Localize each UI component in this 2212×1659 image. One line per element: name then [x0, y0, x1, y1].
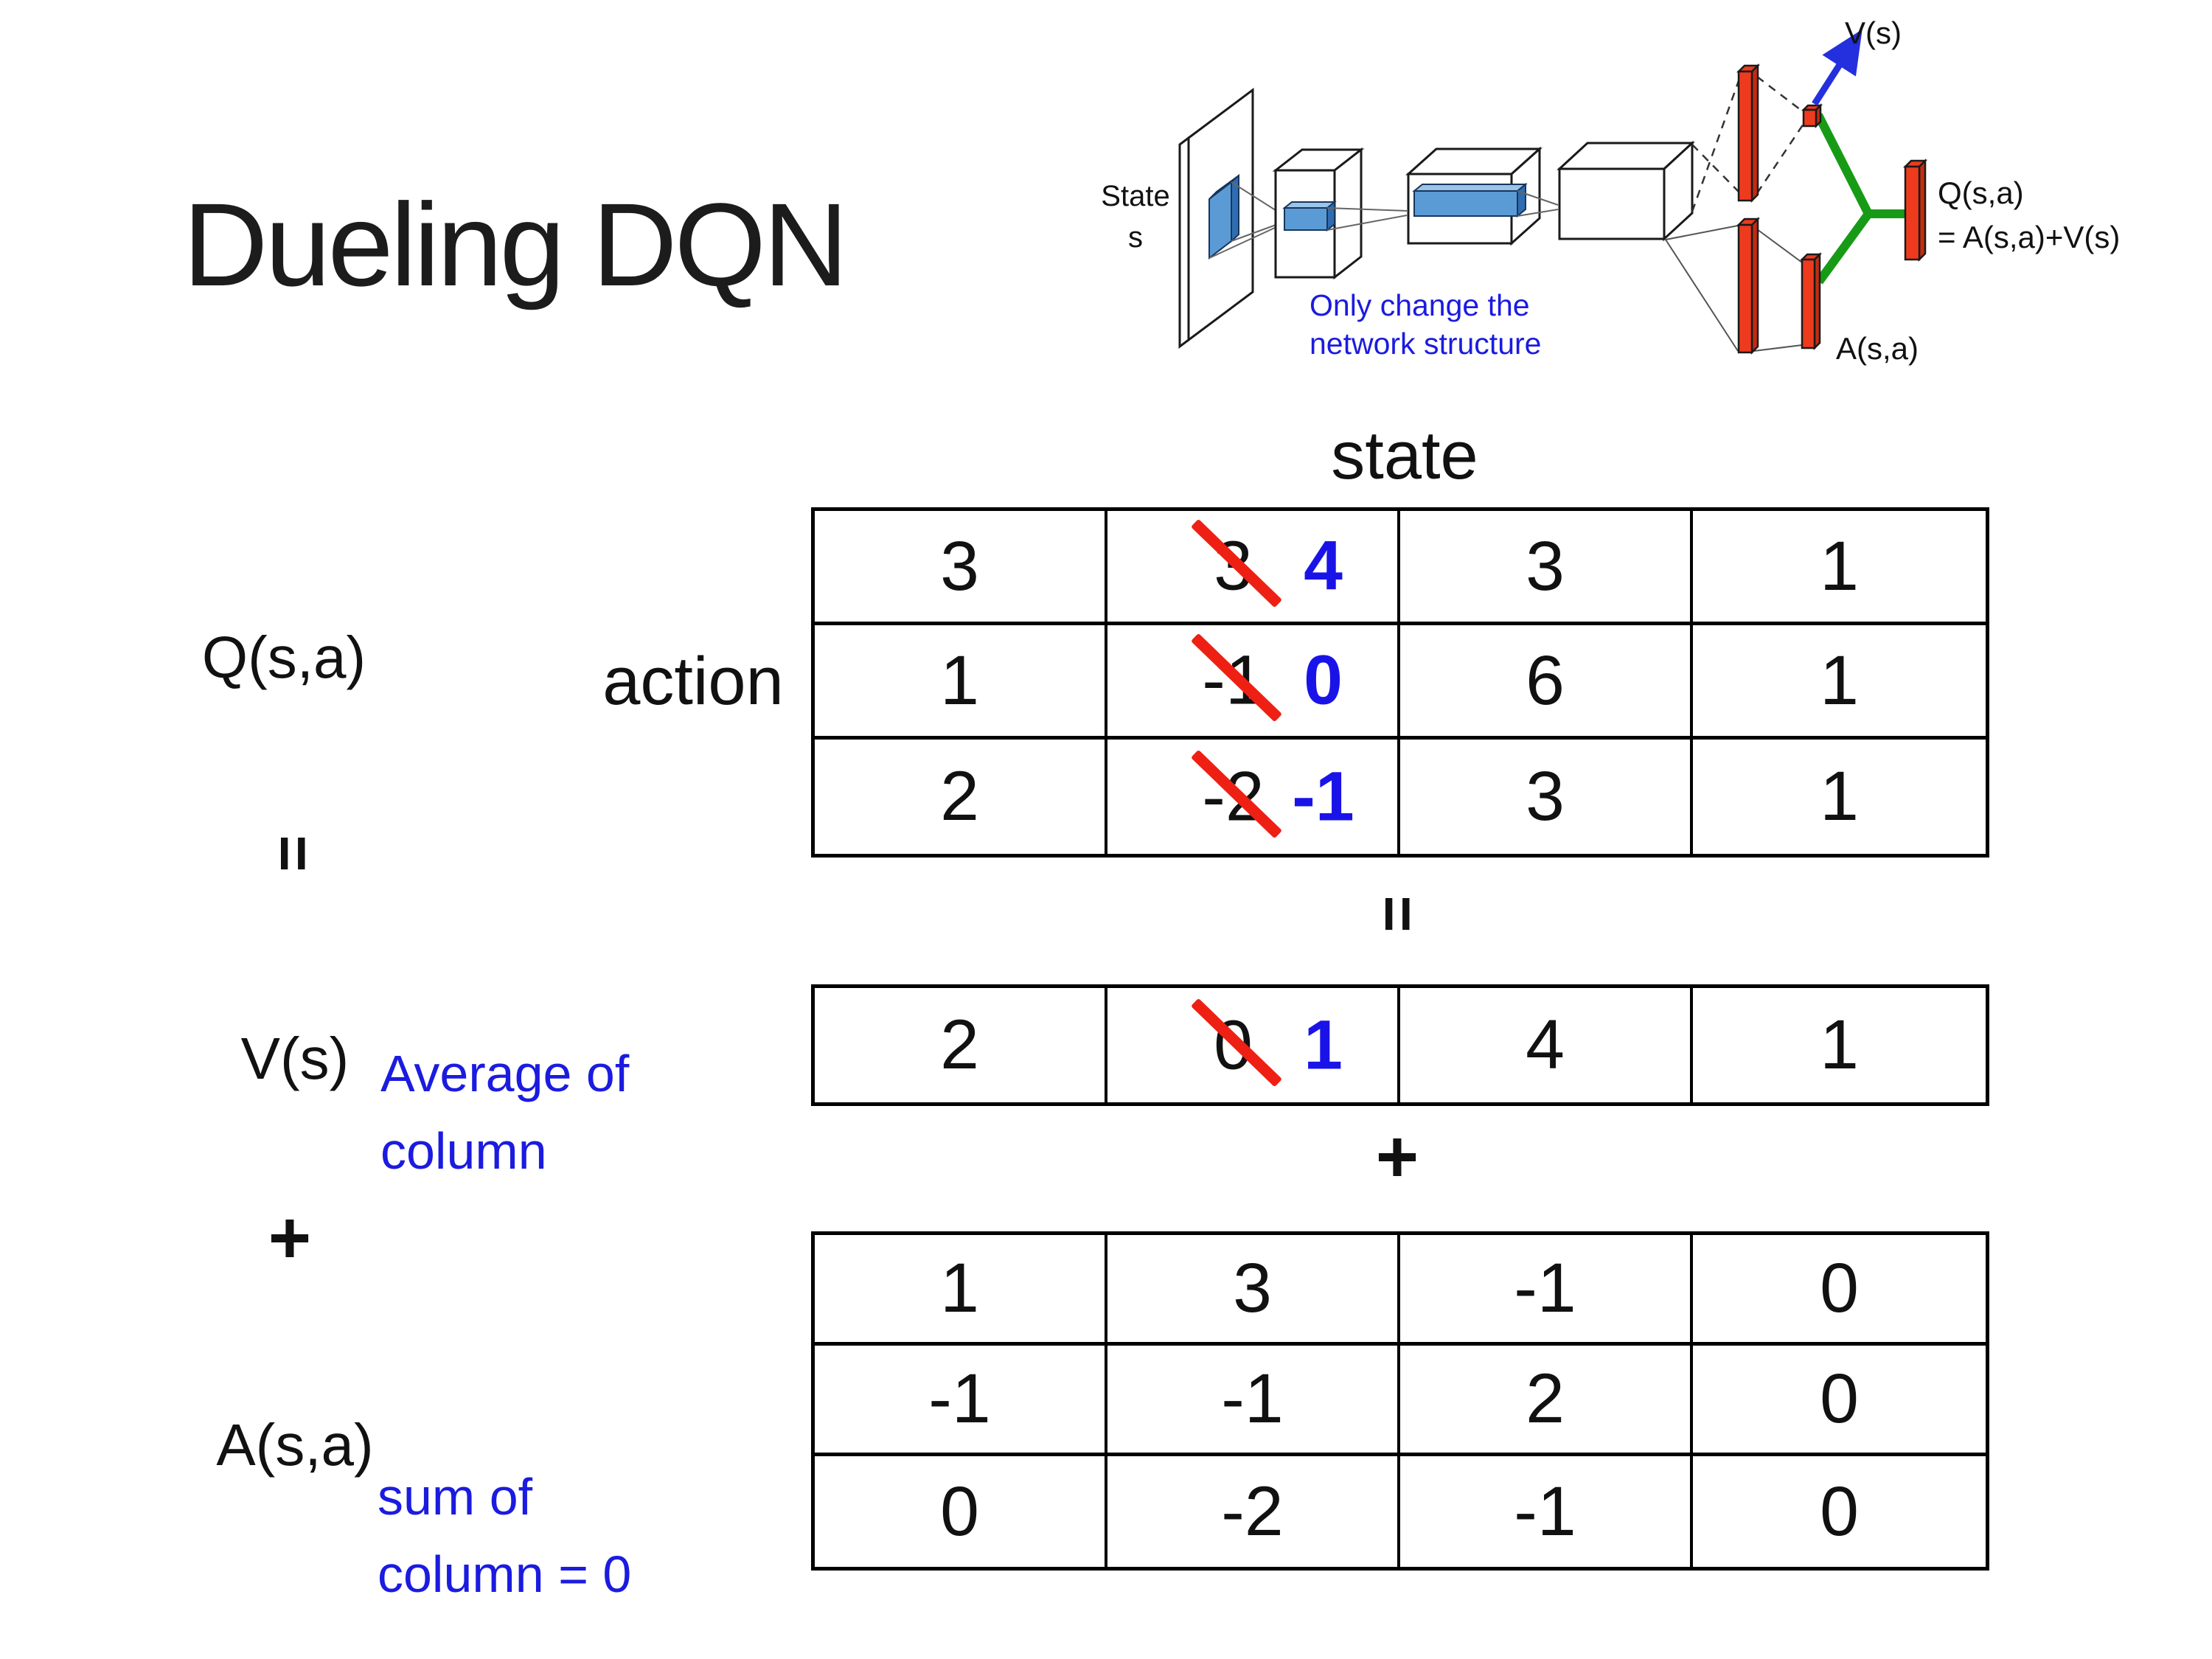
equation-q-label: Q(s,a): [201, 625, 366, 690]
page-title: Dueling DQN: [183, 178, 849, 310]
annotation-sum-of-column: sum of column = 0: [378, 1468, 632, 1603]
table-cell: 3: [1107, 1235, 1400, 1346]
cell-value: 1: [1820, 526, 1859, 605]
table-cell: -1: [1107, 1346, 1400, 1456]
action-axis-label: action: [602, 644, 784, 719]
network-diagram: [1178, 29, 1928, 355]
table-cell: 2: [815, 988, 1107, 1102]
diagram-state-label: State s: [1101, 180, 1170, 254]
cell-value: -1: [1221, 1360, 1284, 1438]
table-cell: 3: [1400, 740, 1693, 854]
conv-filter-icon: [1208, 173, 1239, 260]
state-axis-label: state: [1331, 418, 1478, 493]
equals-glyph: =: [257, 835, 329, 872]
cell-value: 3: [1526, 526, 1565, 605]
table-cell: 2: [815, 740, 1107, 854]
cell-value: -1: [928, 1360, 991, 1438]
table-cell: 4: [1400, 988, 1693, 1102]
table-equals: =: [1362, 877, 1433, 950]
table-cell-crossed: -2 -1: [1107, 740, 1400, 854]
table-cell: 1: [1693, 988, 1986, 1102]
table-cell: 0: [1693, 1235, 1986, 1346]
table-cell: -1: [815, 1346, 1107, 1456]
cell-value: -1: [1514, 1472, 1576, 1551]
a-table: 1 3 -1 0 -1 -1 2 0 0 -2 -1 0: [811, 1231, 1989, 1571]
value-arrow: [1812, 29, 1863, 106]
new-value: -1: [1292, 757, 1354, 835]
equation-equals: =: [257, 817, 328, 890]
new-value: 4: [1304, 526, 1343, 605]
table-cell: 0: [815, 1456, 1107, 1567]
q-output-bar: [1902, 158, 1928, 262]
aggregate-link-green: [1814, 113, 1907, 285]
cell-value: 0: [1820, 1249, 1859, 1327]
feature-bar-2: [1412, 182, 1528, 218]
dashed-links: [1691, 76, 1805, 212]
v-table: 2 0 1 4 1: [811, 984, 1989, 1106]
diagram-note: Only change the network structure: [1310, 288, 1542, 361]
table-cell: -2: [1107, 1456, 1400, 1567]
cell-value: 3: [940, 526, 979, 605]
cell-value: 0: [1820, 1360, 1859, 1438]
diagram-advantage-label: A(s,a): [1836, 331, 1919, 366]
cell-value: 2: [940, 1006, 979, 1084]
conv-box-3: [1557, 140, 1695, 242]
table-cell: 3: [1400, 511, 1693, 625]
table-cell: 1: [1693, 740, 1986, 854]
advantage-node: [1799, 251, 1823, 351]
cell-value: 2: [940, 757, 979, 835]
cell-value: 1: [940, 641, 979, 720]
diagram-value-label: V(s): [1845, 15, 1902, 50]
cell-value: 1: [1820, 1006, 1859, 1084]
table-cell: -1: [1400, 1235, 1693, 1346]
table-cell: -1: [1400, 1456, 1693, 1567]
cell-value: -1: [1514, 1249, 1576, 1327]
cell-value: 1: [1820, 757, 1859, 835]
table-cell: 0: [1693, 1346, 1986, 1456]
cell-value: 1: [940, 1249, 979, 1327]
new-value: 0: [1304, 641, 1343, 720]
conv-cone-lines-3: [1517, 190, 1559, 217]
fc-bar-advantage: [1736, 216, 1761, 355]
table-cell: 1: [815, 1235, 1107, 1346]
table-cell-crossed: -1 0: [1107, 625, 1400, 740]
feature-bar-1: [1282, 200, 1337, 232]
cell-value: 4: [1526, 1006, 1565, 1084]
q-table: 3 3 4 3 1 1 -1 0 6 1 2 -2 -1 3 1: [811, 507, 1989, 858]
equation-v-label: V(s): [240, 1026, 349, 1091]
table-cell: 1: [1693, 625, 1986, 740]
table-cell: 0: [1693, 1456, 1986, 1567]
table-cell: 3: [815, 511, 1107, 625]
diagram-q-label: Q(s,a) = A(s,a)+V(s): [1938, 175, 2121, 254]
fc-bar-value: [1736, 63, 1761, 204]
cell-value: 6: [1526, 641, 1565, 720]
cell-value: 0: [940, 1472, 979, 1551]
table-cell-crossed: 3 4: [1107, 511, 1400, 625]
new-value: 1: [1304, 1006, 1343, 1084]
cell-value: 0: [1820, 1472, 1859, 1551]
equation-a-label: A(s,a): [216, 1412, 374, 1478]
table-cell-crossed: 0 1: [1107, 988, 1400, 1102]
cell-value: 3: [1233, 1249, 1272, 1327]
value-node: [1801, 102, 1823, 129]
table-cell: 2: [1400, 1346, 1693, 1456]
annotation-average-of-column: Average of column: [380, 1045, 630, 1180]
table-plus: +: [1375, 1116, 1419, 1198]
conv-cone-lines-2: [1326, 207, 1408, 231]
table-cell: 1: [815, 625, 1107, 740]
cell-value: 1: [1820, 641, 1859, 720]
cell-value: 2: [1526, 1360, 1565, 1438]
table-cell: 6: [1400, 625, 1693, 740]
equation-plus: +: [268, 1197, 312, 1279]
cell-value: -2: [1221, 1472, 1284, 1551]
equals-glyph: =: [1362, 895, 1433, 933]
cell-value: 3: [1526, 757, 1565, 835]
solid-links: [1665, 225, 1803, 352]
table-cell: 1: [1693, 511, 1986, 625]
